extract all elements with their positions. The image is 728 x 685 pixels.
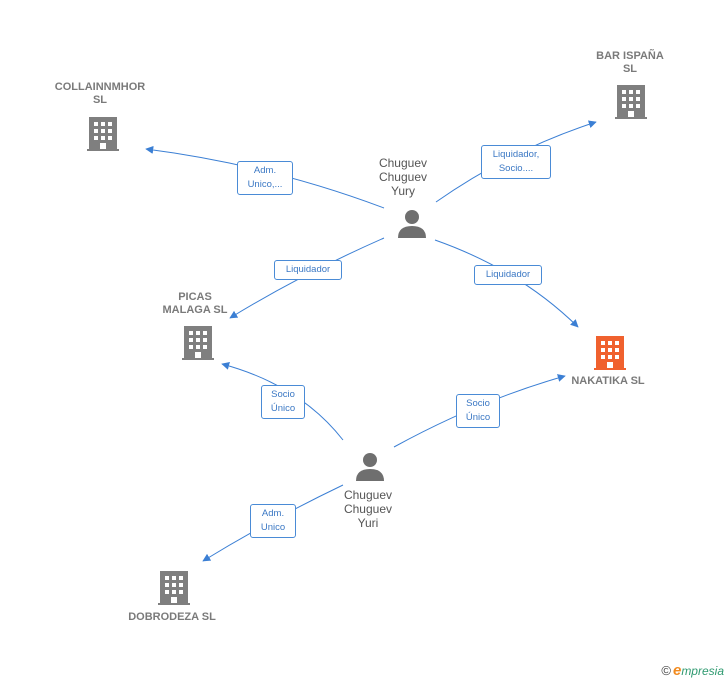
company-label-bar-ispana: BAR ISPAÑA SL [596,50,664,75]
person-icon[interactable] [355,452,385,482]
empresia-logo-icon: e [672,662,682,679]
building-icon[interactable] [615,84,647,120]
building-icon[interactable] [594,335,626,371]
edge-label-yuri-nakatika[interactable]: Socio Único [456,394,500,428]
edge-label-yuri-picas-malaga[interactable]: Socio Único [261,385,305,419]
edge-label-yuri-dobrodeza[interactable]: Adm. Unico [250,504,296,538]
company-label-collainnmhor: COLLAINNMHOR SL [54,81,146,106]
building-icon[interactable] [158,570,190,606]
person-icon[interactable] [397,209,427,239]
brand-name: mpresia [681,664,724,678]
person-label-yuri: Chuguev Chuguev Yuri [343,488,393,530]
edge-label-yury-picas-malaga[interactable]: Liquidador [274,260,342,280]
person-label-yury: Chuguev Chuguev Yury [378,156,428,198]
company-label-picas-malaga: PICAS MALAGA SL [162,291,228,316]
copyright-symbol: © [661,663,671,678]
company-label-nakatika: NAKATIKA SL [571,375,645,387]
building-icon[interactable] [87,116,119,152]
company-label-dobrodeza: DOBRODEZA SL [128,611,216,623]
edge-label-yury-nakatika[interactable]: Liquidador [474,265,542,285]
edge-label-yury-collainnmhor[interactable]: Adm. Unico,... [237,161,293,195]
brand-footer: ©empresia [661,662,724,679]
edge-label-yury-bar-ispana[interactable]: Liquidador, Socio.... [481,145,551,179]
building-icon[interactable] [182,325,214,361]
